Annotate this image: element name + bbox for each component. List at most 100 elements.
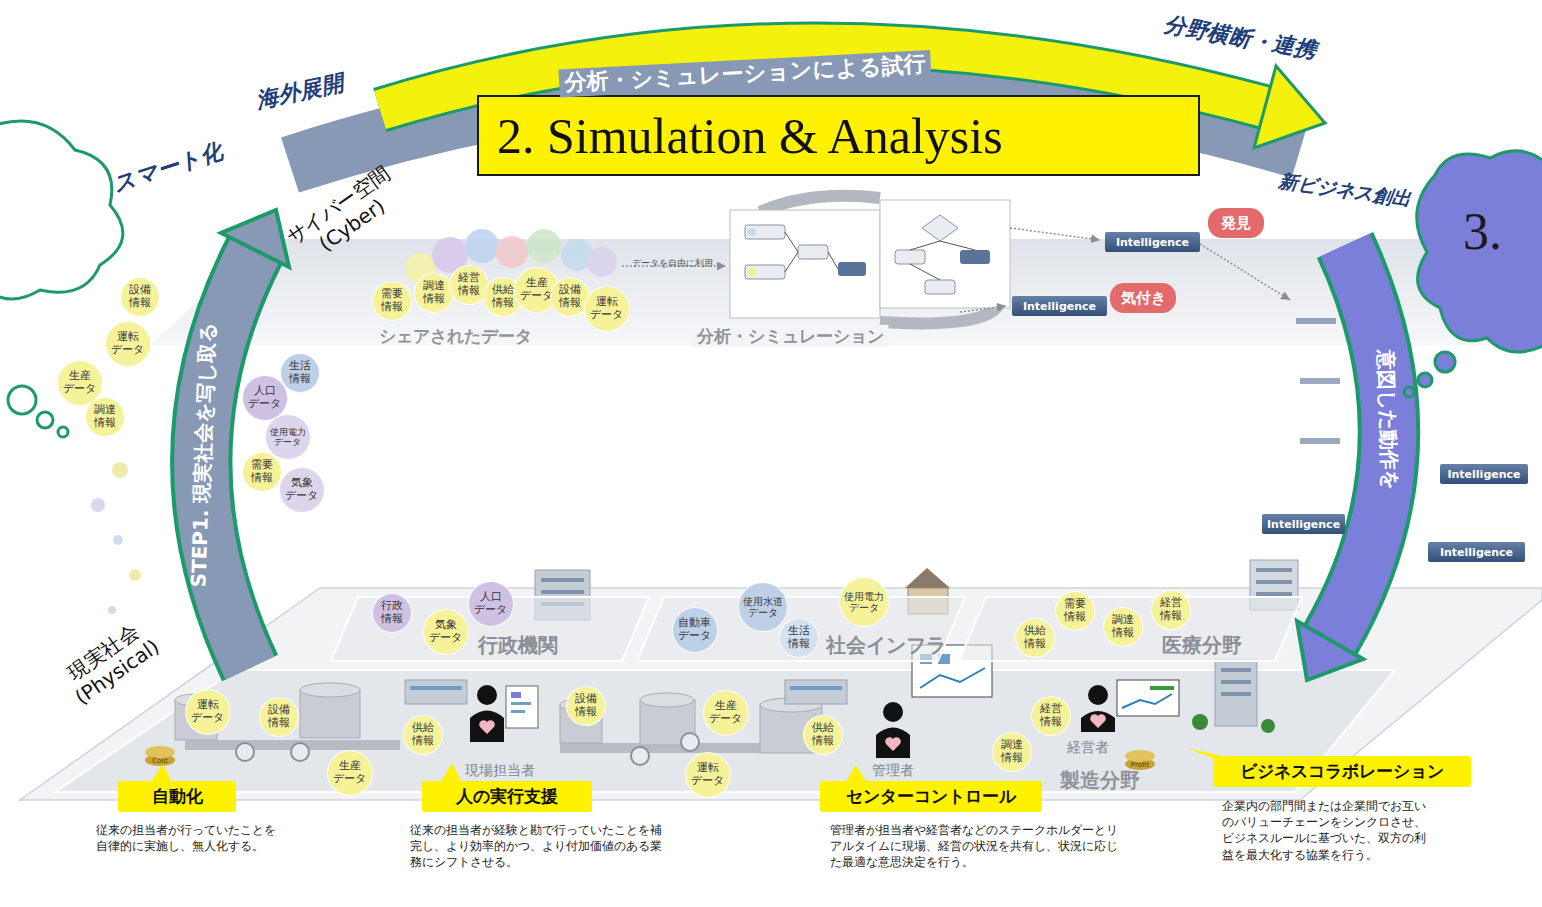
bubble-label: 行政情報 — [381, 600, 403, 625]
text-label: スマート化 — [110, 138, 226, 198]
panel-shape — [637, 597, 965, 661]
person-icons — [506, 686, 538, 728]
data-dots — [113, 535, 123, 545]
step-banner: 2. Simulation & Analysis — [477, 95, 1200, 176]
bubble-label: 設備情報 — [268, 704, 290, 729]
cloud-shape — [1418, 373, 1432, 387]
panel-title: 行政機関 — [478, 632, 558, 659]
left-cloud — [58, 427, 68, 437]
data-bubble: 調達情報 — [414, 273, 454, 313]
bubble-label: 供給情報 — [1024, 625, 1046, 650]
banner-title: 2. Simulation & Analysis — [497, 107, 1003, 165]
analysis-workflow — [745, 225, 785, 239]
bubble-label: 調達情報 — [1001, 739, 1023, 764]
callout-box: センターコントロール管理者が担当者や経営者などのステークホルダーとリアルタイムに… — [820, 781, 1042, 812]
text-label: シェアされたデータ — [379, 326, 532, 346]
bubble-label: 設備情報 — [575, 693, 597, 718]
cloud-shape — [1404, 387, 1414, 397]
top-arc-arrow — [1254, 66, 1325, 148]
data-bubble: 運転データ — [685, 752, 731, 798]
text-label: 現実社会 (Physical) — [50, 610, 169, 714]
buildings — [1192, 714, 1208, 730]
tag-label: Intelligence — [1267, 518, 1340, 531]
tag-label: Intelligence — [1023, 300, 1096, 313]
buildings — [1256, 592, 1292, 596]
data-bubble: 調達情報 — [85, 397, 125, 437]
buildings — [541, 590, 584, 594]
data-bubble: 設備情報 — [120, 277, 160, 317]
callout-description: 管理者が担当者や経営者などのステークホルダーとリアルタイムに現場、経営の状況を共… — [830, 822, 1122, 871]
intelligence-tag: Intelligence — [1012, 296, 1107, 316]
factory — [175, 680, 847, 765]
callout-description: 従来の担当者が行っていたことを自律的に実施し、無人化する。 — [96, 822, 286, 854]
factory — [785, 680, 847, 704]
bubble-label: 生産データ — [520, 277, 553, 302]
left-cloud — [0, 121, 123, 437]
person-icons — [885, 737, 901, 751]
analysis-workflow — [940, 241, 975, 250]
analysis-workflow — [838, 262, 866, 276]
data-dots — [587, 247, 617, 277]
data-bubble: 調達情報 — [992, 732, 1032, 772]
buildings — [1215, 660, 1257, 726]
bubble-label: 生産データ — [709, 700, 742, 725]
person-icons — [876, 728, 910, 759]
callout-title: ビジネスコラボレーション — [1213, 756, 1471, 787]
analysis-workflow — [730, 210, 880, 318]
tag-label: Intelligence — [1447, 468, 1520, 481]
bubble-label: 運転データ — [191, 699, 224, 724]
data-bubble: 需要情報 — [1055, 591, 1095, 631]
person-icons — [477, 685, 497, 705]
callout-description: 企業内の部門間または企業間でお互いのバリューチェーンをシンクロさせ、ビジネスルー… — [1222, 798, 1434, 863]
data-bubble: 需要情報 — [242, 452, 282, 492]
person-icons — [883, 702, 903, 722]
text-label: データを自由に利用 — [632, 258, 713, 269]
data-bubble: 生産データ — [327, 750, 373, 796]
data-bubble: 生活情報 — [280, 353, 320, 393]
text-label: 分析・シミュレーションによる試行 — [559, 50, 932, 98]
analysis-workflow — [748, 268, 756, 276]
bubble-label: 需要情報 — [381, 288, 403, 313]
analysis-workflow — [785, 232, 798, 252]
text-label: 経営者 — [1067, 739, 1109, 756]
analysis-workflow — [748, 228, 756, 236]
panel-title: 医療分野 — [1162, 632, 1242, 659]
bubble-label: 人口データ — [248, 385, 281, 410]
analysis-workflow — [880, 200, 1010, 308]
insight-label: 気付き — [1121, 289, 1166, 308]
step-cloud: 3. — [1395, 140, 1542, 380]
person-icons — [511, 702, 531, 705]
data-bubble: 需要情報 — [372, 281, 412, 321]
data-bubble: 運転データ — [584, 286, 630, 332]
data-dots — [91, 498, 105, 512]
intelligence-tag: Intelligence — [1262, 514, 1345, 534]
callout-box: 自動化従来の担当者が行っていたことを自律的に実施し、無人化する。 — [118, 781, 236, 812]
bubble-label: 経営情報 — [1040, 703, 1062, 728]
analysis-workflow — [745, 265, 785, 279]
callout-box: ビジネスコラボレーション企業内の部門間または企業間でお互いのバリューチェーンをシ… — [1213, 756, 1471, 787]
buildings — [1221, 668, 1251, 672]
data-bubble: 運転データ — [105, 321, 151, 367]
person-icons — [511, 692, 521, 698]
text-label: 分析・シミュレーション — [692, 325, 889, 347]
bubble-label: 運転データ — [590, 296, 623, 321]
text-label: 分野横断・連携 — [1162, 12, 1318, 65]
text-label: サイバー空間 (Cyber) — [279, 159, 411, 272]
data-bubble: 気象データ — [423, 609, 469, 655]
bubble-label: 人口データ — [474, 591, 507, 616]
analysis-workflow — [960, 250, 990, 264]
data-dots — [129, 569, 141, 581]
buildings — [1256, 568, 1292, 572]
bubble-label: 生活情報 — [788, 625, 810, 650]
data-bubble: 設備情報 — [566, 686, 606, 726]
person-icons — [920, 668, 985, 688]
callout-title: 人の実行支援 — [422, 781, 592, 812]
data-bubble: 使用電力データ — [839, 577, 889, 627]
intelligence-tag: Intelligence — [1105, 232, 1200, 252]
data-bubble: 調達情報 — [1103, 607, 1143, 647]
coins — [1125, 750, 1155, 762]
data-dots — [465, 229, 499, 263]
text-label: 管理者 — [872, 762, 914, 779]
data-dots — [112, 462, 128, 478]
bubble-label: 経営情報 — [1160, 597, 1182, 622]
